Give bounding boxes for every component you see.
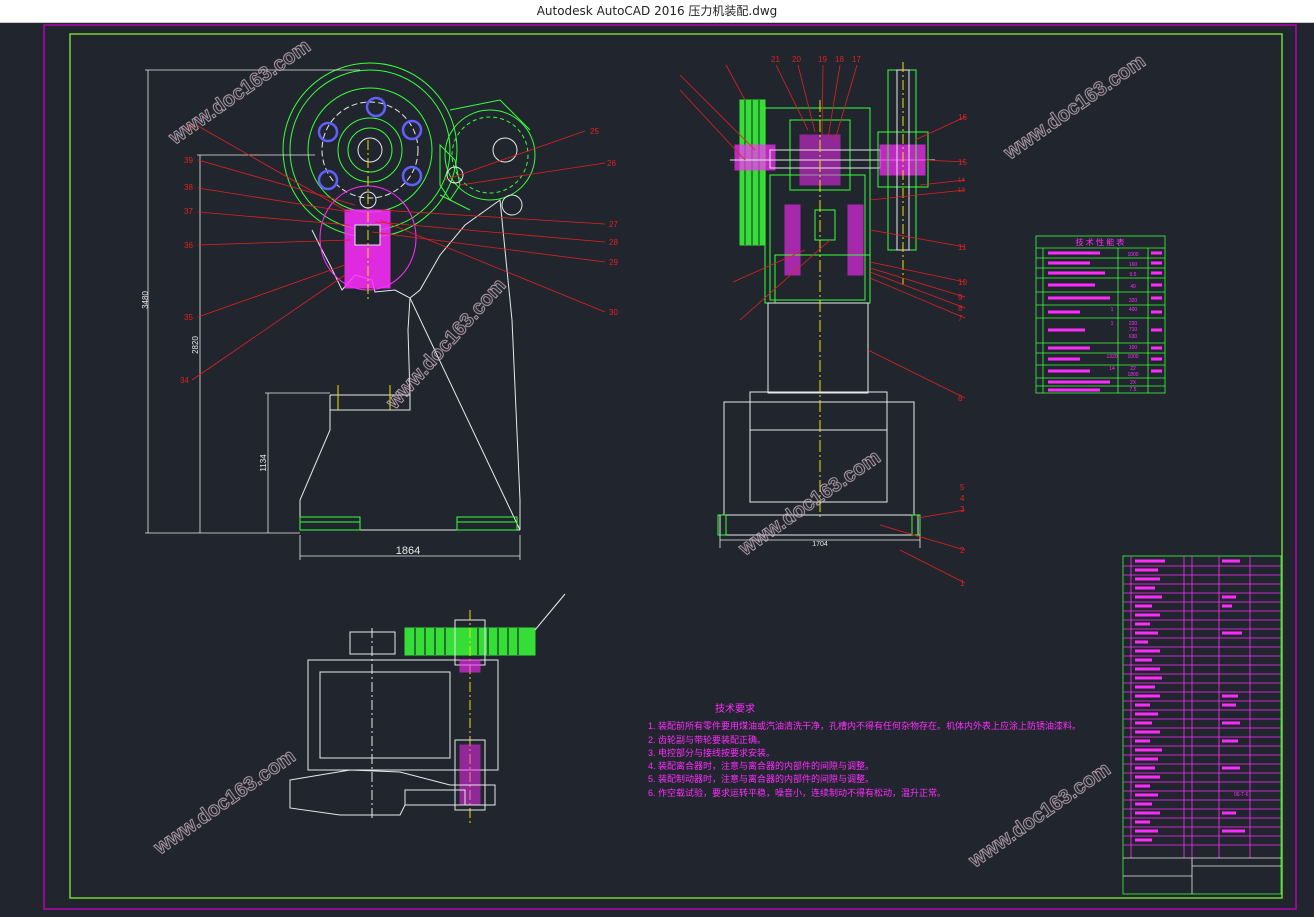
label-36: 36: [184, 241, 193, 250]
svg-text:1: 1: [1111, 321, 1114, 327]
svg-text:1800: 1800: [1127, 372, 1138, 378]
top-view[interactable]: [289, 593, 566, 825]
label-21: 21: [771, 55, 780, 64]
label-9: 9: [958, 293, 963, 302]
svg-text:22: 22: [1130, 366, 1136, 372]
label-35: 35: [184, 313, 193, 322]
tech-req-line-3: 3. 电控部分与接线按要求安装。: [648, 747, 775, 758]
tech-table-title: 技 术 性 能 表: [1076, 237, 1125, 247]
dim-h-mid: 2820: [191, 336, 200, 354]
svg-text:1320: 1320: [1106, 354, 1117, 360]
label-18: 18: [835, 55, 844, 64]
svg-text:160: 160: [1129, 262, 1138, 268]
label-29: 29: [609, 258, 618, 267]
label-14: 14: [958, 178, 965, 184]
label-6: 6: [958, 394, 963, 403]
label-26: 26: [607, 159, 616, 168]
inner-border: [69, 33, 1283, 899]
watermark-4: www.doc163.com: [734, 446, 884, 560]
label-13: 13: [958, 188, 965, 194]
svg-text:14: 14: [1109, 366, 1115, 372]
tech-performance-table[interactable]: [1035, 235, 1166, 394]
label-20: 20: [792, 55, 801, 64]
label-19: 19: [818, 55, 827, 64]
label-7: 7: [958, 314, 963, 323]
svg-text:630: 630: [1129, 334, 1138, 340]
svg-text:2X: 2X: [1130, 380, 1137, 386]
tech-req-title: 技术要求: [715, 702, 755, 715]
label-2: 2: [960, 546, 965, 555]
title-block-code: 06-T-6: [1234, 792, 1249, 798]
label-27: 27: [609, 220, 618, 229]
tech-req-line-2: 2. 齿轮副与带轮要装配正确。: [648, 734, 766, 745]
svg-text:710: 710: [1129, 327, 1138, 333]
label-8: 8: [958, 304, 963, 313]
watermark-6: www.doc163.com: [964, 758, 1114, 872]
label-4: 4: [960, 494, 965, 503]
window-title: Autodesk AutoCAD 2016 压力机装配.dwg: [536, 4, 778, 18]
svg-text:1000: 1000: [1127, 354, 1138, 360]
label-28: 28: [609, 238, 618, 247]
side-view[interactable]: [717, 62, 935, 548]
watermark-5: www.doc163.com: [149, 745, 299, 859]
tech-table-values: 1000 160 9.5 40 1 1 320 400 220 710 630 …: [1106, 252, 1138, 393]
tech-requirements: 技术要求 1. 装配前所有零件要用煤油或汽油清洗干净，孔槽内不得有任何杂物存在。…: [648, 702, 1081, 798]
label-37: 37: [184, 207, 193, 216]
dim-h-low: 1134: [259, 454, 268, 472]
label-25: 25: [590, 127, 599, 136]
label-17: 17: [852, 55, 861, 64]
side-leaders: [679, 64, 966, 584]
tech-req-line-4: 4. 装配离合器时，注意与离合器的内部件的间隙与调整。: [648, 760, 874, 771]
label-30: 30: [609, 308, 618, 317]
svg-text:100: 100: [1129, 345, 1138, 351]
svg-text:40: 40: [1130, 284, 1136, 290]
svg-text:1000: 1000: [1127, 252, 1138, 258]
tech-req-line-1: 1. 装配前所有零件要用煤油或汽油清洗干净，孔槽内不得有任何杂物存在。机体内外表…: [648, 720, 1081, 731]
outer-frame: [43, 24, 1297, 910]
svg-text:220: 220: [1129, 321, 1138, 327]
dim-side-width: 1704: [812, 541, 828, 548]
watermark-3: www.doc163.com: [382, 274, 511, 414]
tech-req-line-6: 6. 作空载试验，要求运转平稳，噪音小，连续制动不得有松动，温升正常。: [648, 787, 946, 798]
svg-text:9.5: 9.5: [1130, 272, 1137, 278]
drawing-canvas[interactable]: 3480 2820 1134 1864 25 26 27 28 29 30 33…: [0, 23, 1314, 912]
watermark-2: www.doc163.com: [999, 50, 1149, 164]
side-leader-labels: 21 20 19 18 17 16 15 14 13 11 10 9 8 7 6…: [771, 55, 967, 588]
label-10: 10: [958, 278, 967, 287]
svg-text:400: 400: [1129, 307, 1138, 313]
front-leader-labels: 25 26 27 28 29 30 33 34 35 36 37 38 39: [180, 123, 618, 385]
label-33: 33: [185, 123, 194, 132]
label-1: 1: [960, 579, 965, 588]
front-leaders: [191, 125, 606, 381]
label-39: 39: [184, 156, 193, 165]
label-3: 3: [960, 505, 965, 514]
parts-list-table[interactable]: [1122, 555, 1282, 895]
dim-h-total: 3480: [141, 291, 150, 309]
dim-front-width: 1864: [396, 545, 420, 557]
label-34: 34: [180, 376, 189, 385]
front-dimensions: [145, 69, 521, 560]
svg-text:320: 320: [1129, 298, 1138, 304]
label-15: 15: [958, 158, 967, 167]
svg-text:1: 1: [1111, 307, 1114, 313]
tech-req-line-5: 5. 装配制动器时，注意与离合器的内部件的间隙与调整。: [648, 773, 874, 784]
label-5: 5: [960, 483, 965, 492]
window-titlebar: Autodesk AutoCAD 2016 压力机装配.dwg: [0, 0, 1314, 23]
svg-text:7.5: 7.5: [1130, 387, 1137, 393]
label-11: 11: [958, 243, 967, 252]
label-16: 16: [958, 113, 967, 122]
drawing-svg[interactable]: 3480 2820 1134 1864 25 26 27 28 29 30 33…: [0, 23, 1314, 912]
label-38: 38: [184, 183, 193, 192]
